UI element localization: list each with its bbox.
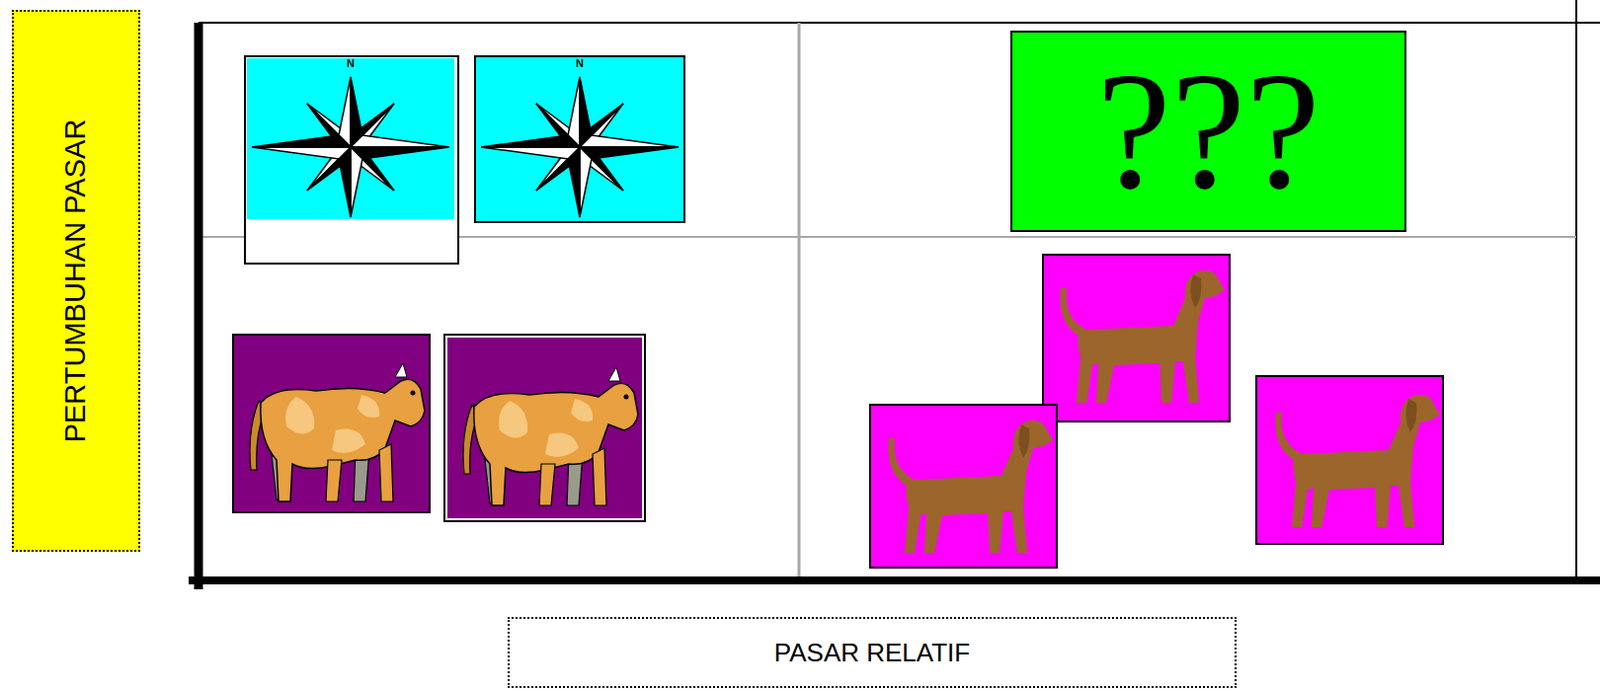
node-text: PERTUMBUHAN PASAR [62, 119, 91, 444]
node-text: PASAR RELATIF [774, 640, 970, 666]
compass-letter: N [575, 58, 584, 70]
question-box: ??? [1010, 30, 1407, 233]
axis-label-box: PERTUMBUHAN PASAR [11, 9, 141, 553]
node-text: ??? [1096, 47, 1320, 216]
axis-label-box: PASAR RELATIF [507, 617, 1237, 689]
compass-letter: N [346, 58, 355, 70]
